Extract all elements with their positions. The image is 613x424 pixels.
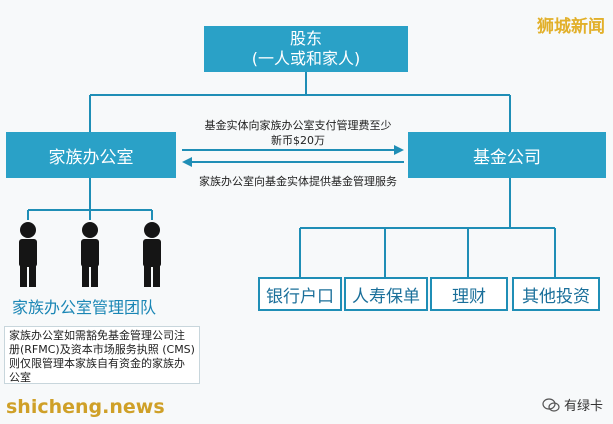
sub-box-life-insurance: 人寿保单 <box>344 277 428 311</box>
exemption-note: 家族办公室如需豁免基金管理公司注册(RFMC)及资本市场服务执照 (CMS) 则… <box>4 326 200 384</box>
person-icon <box>81 222 99 287</box>
wechat-watermark: 有绿卡 <box>542 395 603 414</box>
sub-box-other-investments: 其他投资 <box>512 277 600 311</box>
shareholder-subtitle: (一人或和家人) <box>251 49 361 68</box>
person-icon <box>143 222 161 287</box>
payment-label-line1: 基金实体向家族办公室支付管理费至少 <box>204 119 392 132</box>
fund-company-box: 基金公司 <box>408 132 606 178</box>
sub-box-wealth-management: 理财 <box>430 277 508 311</box>
shareholder-box: 股东 (一人或和家人) <box>204 26 408 72</box>
watermark-logo: 狮城新闻 <box>537 17 605 37</box>
service-arrow-label: 家族办公室向基金实体提供基金管理服务 <box>199 175 397 188</box>
payment-arrow-label: 基金实体向家族办公室支付管理费至少 新币$20万 <box>188 118 408 148</box>
sub-box-bank-account: 银行户口 <box>258 277 342 311</box>
team-label: 家族办公室管理团队 <box>12 298 157 317</box>
wechat-account: 有绿卡 <box>563 399 603 414</box>
person-icons <box>19 222 161 287</box>
family-office-box: 家族办公室 <box>6 132 176 178</box>
wechat-icon <box>542 397 560 412</box>
person-icon <box>19 222 37 287</box>
site-watermark: shicheng.news <box>6 396 165 418</box>
payment-label-line2: 新币$20万 <box>271 134 325 147</box>
shareholder-title: 股东 <box>289 29 322 48</box>
